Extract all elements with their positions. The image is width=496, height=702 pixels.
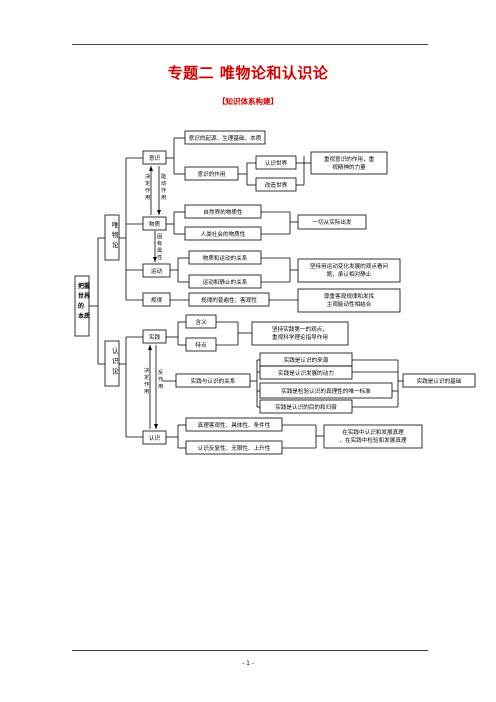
inherent-attribute-label: 固有属性 [157,233,162,261]
cog-props-text: 认识反复性、无限性、上升性 [198,444,271,452]
know-world-box [255,155,297,170]
epistemology-label: 认识论 [112,346,119,375]
motion-box [142,263,171,278]
p-meaning-text: 含义 [195,318,207,326]
arrowhead-down-icon [157,210,161,215]
pk-relation-box [175,373,251,388]
pk-goal-text: 实践是认识的目的和归宿 [275,403,337,411]
matter-box [142,216,167,231]
change-world-text: 改造世界 [265,181,288,189]
know-world-text: 认识世界 [265,159,288,167]
matter-label: 物质 [149,220,161,228]
motion-label: 运动 [151,267,163,275]
m-nature-box [184,204,262,219]
l-props-box [188,292,270,307]
arrowhead-down-icon [153,257,157,262]
cognition-label: 认识 [149,434,161,442]
cog-conclusion-box [323,424,423,449]
l-conclusion-box [297,288,401,313]
pk-conclusion-text: 实践是认识的基础 [417,377,462,385]
c-origin-box [184,130,266,145]
c-role-text: 意识的作用 [198,170,226,178]
reacts-label: 能动作用 [161,172,166,201]
materialism-label: 唯物论 [112,220,119,249]
arrowhead-up-icon [148,345,152,350]
m-conclusion-box [297,214,367,230]
consciousness-box [142,150,167,165]
pk-relation-text: 实践与认识的关系 [191,377,236,385]
materialism-box [104,214,120,261]
pk-goal-box [259,399,353,414]
p-feature-text: 特点 [195,341,207,349]
c-conclusion-text: 重视意识的作用，重视精神的力量 [324,155,375,171]
l-props-text: 规律的普遍性、客观性 [201,296,257,304]
page-number: - 1 - [242,660,254,667]
practice-box [142,329,167,344]
practice-label: 实践 [149,333,161,341]
mo-relation-box [188,250,262,265]
root-label: 把握 世界 的 本质 [78,282,92,320]
change-world-box [255,177,297,192]
pk-power-box [259,365,353,380]
header-rule [72,44,428,45]
p-conclusion-text: 坚持实践第一的观点，重视科学理论指导作用 [272,325,328,341]
mo-static-text: 运动和静止的关系 [203,278,248,286]
m-nature-text: 自然界的物质性 [203,208,243,216]
footer-rule [72,650,428,651]
cog-conclusion-text: 在实践中认识和发展真理，在实践中检验和发展真理 [339,428,407,444]
m-society-text: 人类社会的物质性 [201,230,246,238]
truth-props-text: 真理客观性、具体性、条件性 [198,421,271,429]
cog-props-box [185,440,283,455]
pk-standard-text: 实践是检验认识的真理性的唯一标准 [281,387,371,395]
m-conclusion-text: 一切从实际出发 [312,218,352,226]
epistemology-box [104,340,120,387]
mo-relation-text: 物质和运动的关系 [203,254,248,262]
pk-power-text: 实践是认识发展的动力 [278,369,334,377]
decides2-label: 决定作用 [144,366,150,395]
c-origin-text: 意识的起源、生理基础、本质 [189,134,262,142]
mo-conclusion-box [297,258,401,283]
c-conclusion-box [310,151,388,175]
arrowhead-up-icon [149,166,153,171]
truth-props-box [185,417,283,432]
p-conclusion-box [251,321,349,346]
decides-label: 决定作用 [145,172,151,201]
c-role-box [184,166,239,181]
law-label: 规律 [151,296,163,304]
section-subtitle: 【知识体系构建】 [218,97,278,106]
consciousness-label: 意识 [149,154,161,162]
m-society-box [184,226,262,241]
law-box [142,292,171,307]
reacts2-label: 反作用 [158,368,163,390]
cognition-box [142,430,167,445]
p-meaning-box [185,314,217,329]
pk-conclusion-box [402,373,476,388]
p-feature-box [185,337,217,352]
pk-standard-box [259,382,393,399]
arrowhead-down-icon [154,424,158,429]
pk-source-text: 实践是认识的来源 [284,356,329,364]
mo-conclusion-text: 坚持用运动变化发展的观点看问题，承认相对静止 [310,262,389,278]
page-title: 专题二 唯物论和认识论 [167,64,329,82]
l-conclusion-text: 尊重客观规律和发挥主观能动性相结合 [324,292,375,308]
mo-static-box [188,274,262,289]
